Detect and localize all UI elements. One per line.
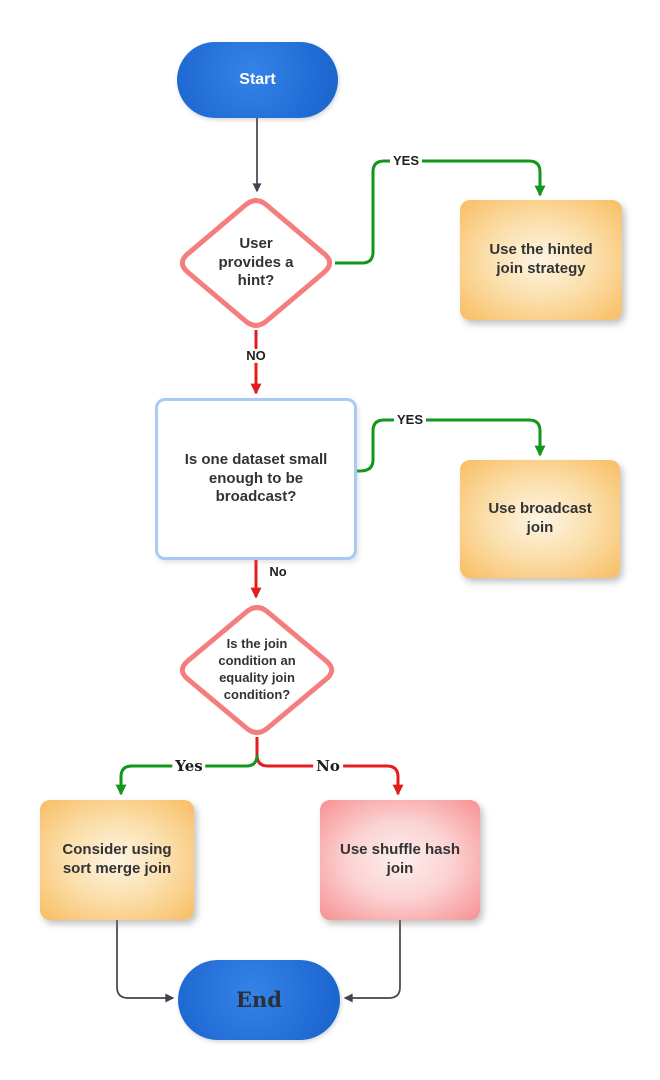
process-broadcast-join-label: Use broadcast join <box>488 500 592 536</box>
process-sort-merge-join: Consider using sort merge join <box>40 800 194 920</box>
start-node: Start <box>177 42 338 118</box>
decision-equality-join-shape <box>179 605 335 735</box>
start-node-label: Start <box>239 71 276 88</box>
connector-hint-yes <box>335 159 546 265</box>
edge-label-broadcast-yes: YES <box>393 412 427 428</box>
edge-label-hint-yes: YES <box>389 153 423 169</box>
decision-equality-join: Is the join condition an equality join c… <box>177 603 337 737</box>
edge-label-hint-no: NO <box>243 348 269 364</box>
process-shuffle-hash-join: Use shuffle hash join <box>320 800 480 920</box>
connector-sortmerge-to-end <box>116 920 175 1003</box>
decision-dataset-small-label: Is one dataset small enough to be broadc… <box>184 450 328 506</box>
connector-shuffle-to-end <box>343 920 401 1003</box>
edge-label-broadcast-no: No <box>266 564 290 580</box>
process-broadcast-join: Use broadcast join <box>460 460 620 578</box>
process-hinted-join-label: Use the hinted join strategy <box>489 241 593 277</box>
process-sort-merge-join-label: Consider using sort merge join <box>62 841 172 877</box>
edge-label-equality-no: No <box>313 758 343 775</box>
decision-equality-join-label: Is the join condition an equality join c… <box>218 636 296 702</box>
decision-user-hint: User provides a hint? <box>177 196 335 330</box>
decision-user-hint-shape <box>179 198 333 328</box>
end-node: End <box>178 960 340 1040</box>
connector-broadcast-yes <box>357 418 546 473</box>
process-shuffle-hash-join-label: Use shuffle hash join <box>339 841 461 877</box>
decision-dataset-small: Is one dataset small enough to be broadc… <box>155 398 357 560</box>
connector-equality-yes <box>115 754 259 796</box>
decision-user-hint-label: User provides a hint? <box>218 234 294 290</box>
end-node-label: End <box>236 986 282 1012</box>
edge-label-equality-yes: Yes <box>172 758 206 775</box>
process-hinted-join: Use the hinted join strategy <box>460 200 622 320</box>
